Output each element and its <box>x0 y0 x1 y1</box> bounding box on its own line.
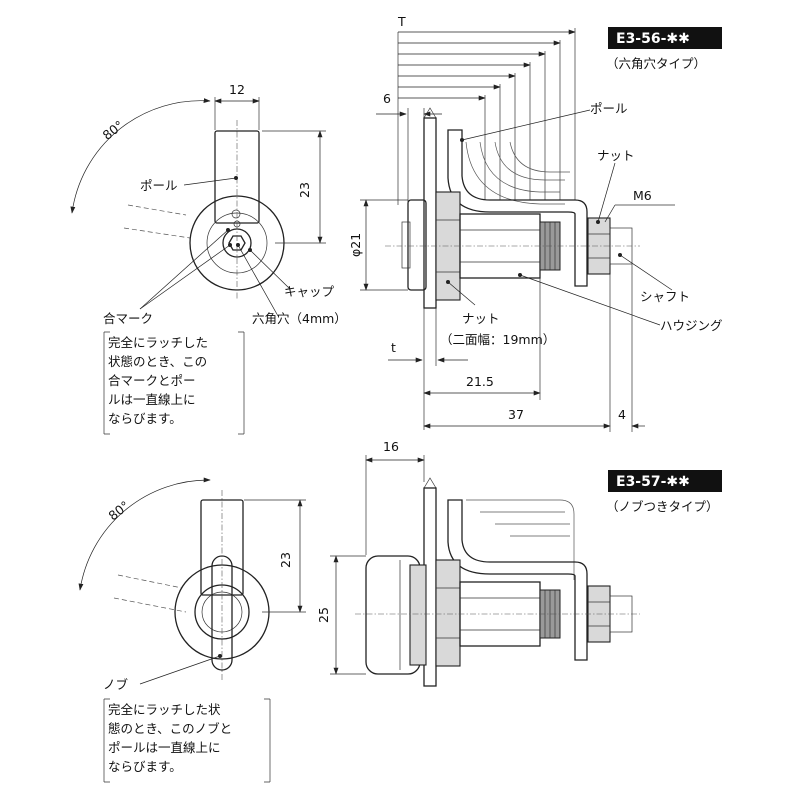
model-subtitle-e3-56: （六角穴タイプ） <box>606 56 706 71</box>
note-top-line-5: ならびます。 <box>108 411 182 426</box>
top-side-view: T 6 <box>348 14 723 432</box>
pole-label-side: ポール <box>590 101 628 116</box>
dim-t: t <box>391 340 396 355</box>
note-bottom-line-2: 態のとき、このノブと <box>108 721 232 736</box>
bottom-front-view: 80° 23 ノブ 完全にラッチした状 態のとき、このノブと ポールは一直線上に… <box>78 477 306 783</box>
angle-label-bottom: 80° <box>105 498 132 523</box>
dim-21-5: 21.5 <box>466 374 494 389</box>
pole-label-front: ポール <box>140 178 178 193</box>
nut-label-top: ナット <box>597 148 635 163</box>
note-top-line-2: 状態のとき、この <box>108 354 207 369</box>
dim-16: 16 <box>383 439 399 454</box>
dim-4: 4 <box>618 407 626 422</box>
note-top-line-1: 完全にラッチした <box>108 335 208 350</box>
hex-hole-label: 六角穴（4mm） <box>252 311 347 326</box>
angle-label-top: 80° <box>100 117 127 142</box>
dim-37: 37 <box>508 407 524 422</box>
note-top-line-3: 合マークとポー <box>108 373 196 388</box>
dim-6: 6 <box>383 91 391 106</box>
height-dim-23-bottom: 23 <box>278 552 293 568</box>
model-subtitle-e3-57: （ノブつきタイプ） <box>606 499 719 514</box>
shaft-label: シャフト <box>640 289 690 304</box>
pole-side-bottom <box>447 499 588 661</box>
width-dim-12: 12 <box>229 82 245 97</box>
model-header-e3-56: E3-56-✱✱ （六角穴タイプ） <box>606 27 722 71</box>
note-bottom-line-4: ならびます。 <box>108 759 182 774</box>
model-code-e3-56: E3-56-✱✱ <box>616 31 690 47</box>
dim-25: 25 <box>316 607 331 623</box>
knob-label: ノブ <box>103 677 129 692</box>
pole-side <box>447 129 588 287</box>
note-bottom-line-3: ポールは一直線上に <box>108 740 221 755</box>
mark-label: 合マーク <box>103 311 153 326</box>
housing-flange <box>407 199 427 291</box>
cap-label: キャップ <box>284 284 335 299</box>
pole <box>214 130 260 224</box>
model-code-e3-57: E3-57-✱✱ <box>616 474 690 490</box>
dim-m6: M6 <box>633 188 652 203</box>
nut-large-bottom <box>435 559 461 667</box>
bottom-side-view: 16 25 <box>316 439 640 687</box>
dim-T: T <box>397 14 406 29</box>
height-dim-23-top: 23 <box>297 182 312 198</box>
top-front-view: 80° 12 23 ポール キャップ 六角穴（4mm） <box>70 82 347 435</box>
model-header-e3-57: E3-57-✱✱ （ノブつきタイプ） <box>606 470 722 514</box>
dim-phi21: φ21 <box>348 233 363 257</box>
nut-label-bottom: ナット <box>462 311 500 326</box>
housing-label: ハウジング <box>660 318 723 333</box>
note-bottom-line-1: 完全にラッチした状 <box>108 702 221 717</box>
note-top-line-4: ルは一直線上に <box>108 392 196 407</box>
nut-spec-label: （二面幅：19mm） <box>440 332 555 347</box>
